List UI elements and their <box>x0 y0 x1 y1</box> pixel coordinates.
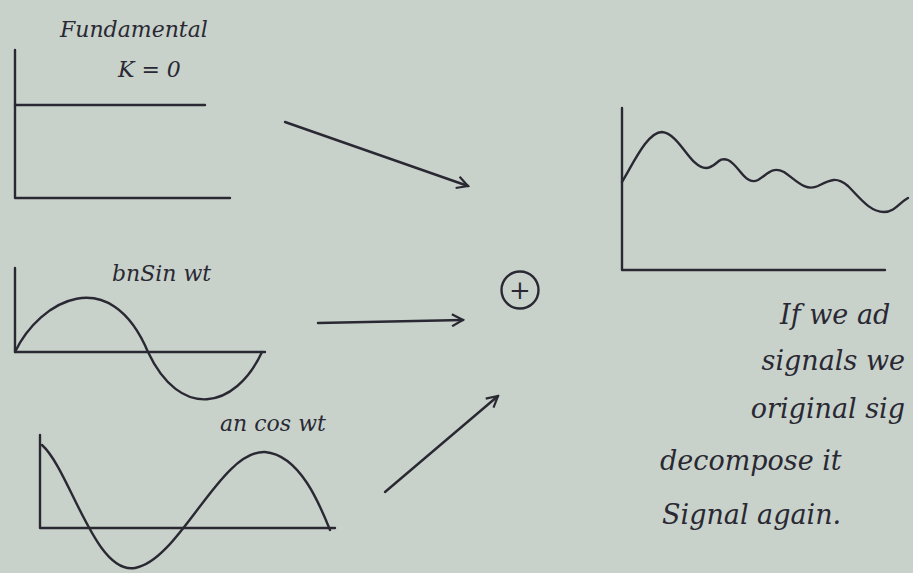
sine-wave <box>15 298 262 399</box>
axes <box>15 50 230 198</box>
arrow <box>318 320 463 323</box>
note-text: If we ad <box>780 300 890 330</box>
arrow <box>385 396 498 492</box>
term-label: an cos wt <box>220 412 326 436</box>
note-text: Signal again. <box>662 500 841 530</box>
cosine-wave <box>42 445 330 568</box>
graph-label: Fundamental <box>60 18 208 42</box>
axes <box>40 435 335 528</box>
note-text: signals we <box>762 346 905 376</box>
circle-outline <box>502 272 539 309</box>
note-text: decompose it <box>660 446 842 476</box>
plus-sign: + <box>509 277 531 303</box>
arrow <box>285 122 468 186</box>
note-text: original sig <box>751 394 905 424</box>
graph-label: K = 0 <box>118 58 181 82</box>
term-label: bnSin wt <box>112 262 211 286</box>
constant-line <box>15 104 205 106</box>
sum-circle: + <box>500 270 540 310</box>
composite-signal <box>622 132 908 212</box>
